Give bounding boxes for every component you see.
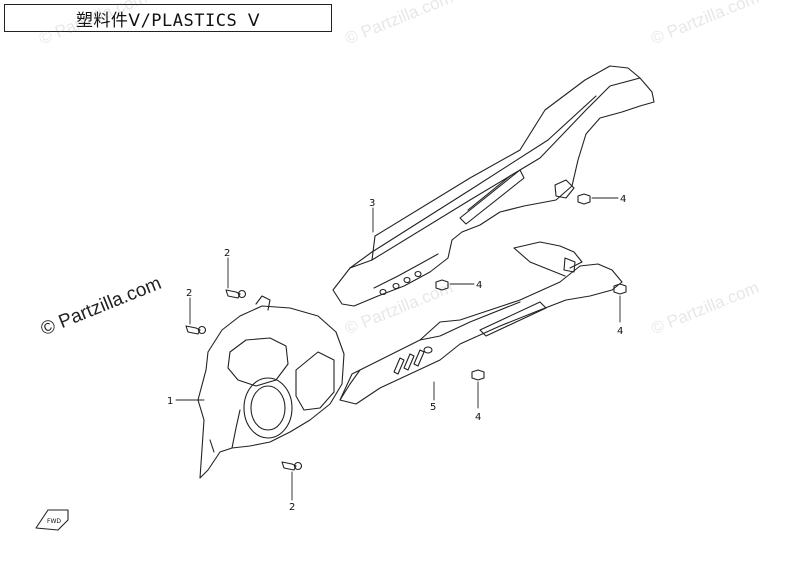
bolt-4b xyxy=(435,279,449,291)
callout-4c: 4 xyxy=(617,326,623,337)
fwd-label: FWD xyxy=(47,518,61,525)
callout-3: 3 xyxy=(369,198,375,209)
leader-lines xyxy=(175,197,621,501)
bolt-2a xyxy=(225,289,247,299)
bolt-4a xyxy=(577,193,591,205)
forward-arrow-icon xyxy=(35,509,69,531)
callout-4b: 4 xyxy=(476,280,482,291)
callout-2a: 2 xyxy=(224,248,230,259)
callout-2b: 2 xyxy=(186,288,192,299)
bolt-2c xyxy=(281,461,303,471)
bolts xyxy=(185,193,627,471)
part-3-chain-guard xyxy=(332,65,655,307)
callout-4a: 4 xyxy=(620,194,626,205)
bolt-4d xyxy=(471,369,485,381)
part-1-sprocket-cover xyxy=(197,295,345,479)
title-box: 塑料件Ⅴ/PLASTICS Ⅴ xyxy=(4,4,332,32)
callout-numbers: 1 2 2 2 3 4 4 4 4 5 FWD xyxy=(47,194,626,525)
bolt-4c xyxy=(613,283,627,295)
callout-2c: 2 xyxy=(289,502,295,513)
callout-4d: 4 xyxy=(475,412,481,423)
callout-1: 1 xyxy=(167,396,173,407)
page-title: 塑料件Ⅴ/PLASTICS Ⅴ xyxy=(75,10,261,31)
callout-5: 5 xyxy=(430,402,436,413)
part-5-lower-guard xyxy=(339,241,623,405)
bolt-2b xyxy=(185,325,207,335)
